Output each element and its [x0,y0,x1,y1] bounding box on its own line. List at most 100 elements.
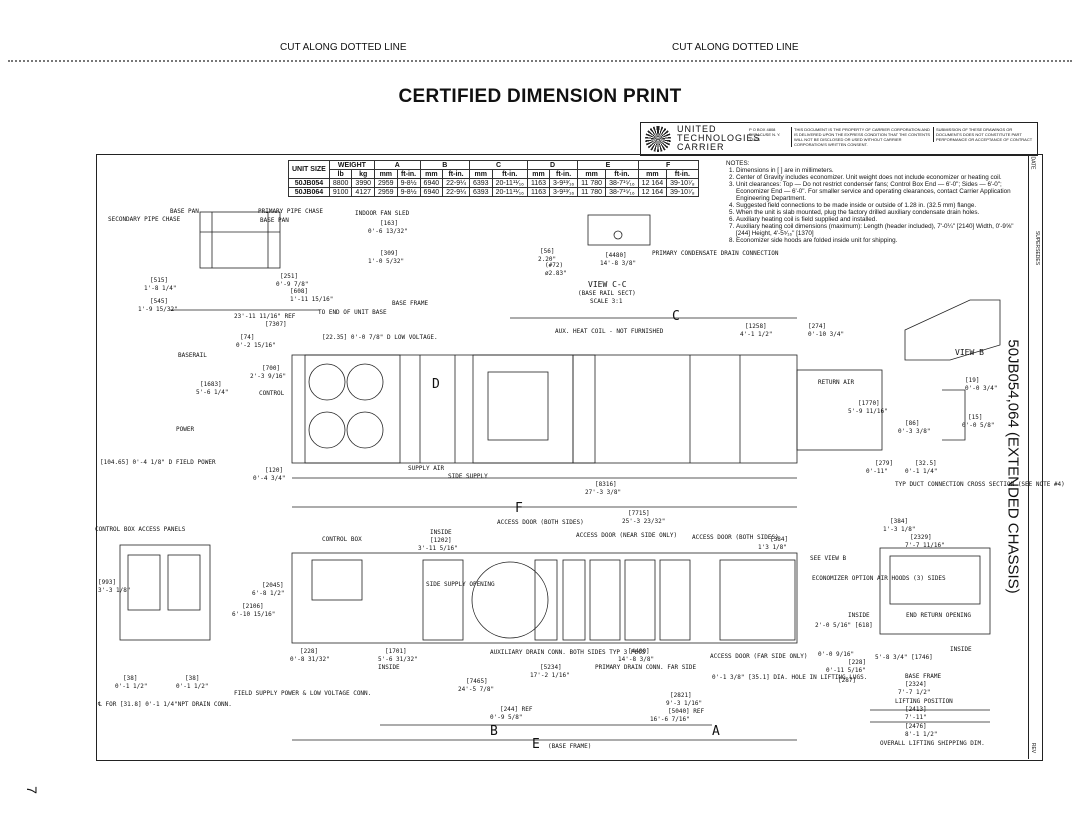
label-aux-heat: AUX. HEAT COIL - NOT FURNISHED [555,328,664,335]
dim: [244] REF [500,706,533,713]
dim: [1683] [200,381,222,388]
dim: [56] [540,248,554,255]
dim: [38] [185,675,199,682]
dim: 0'-0 5/8" [962,422,995,429]
table-cell: 3-9¹³⁄₁₆ [549,187,579,197]
dimension-letter-c: C [672,309,680,324]
condenser-fan-icon [308,363,346,401]
label-overall: OVERALL LIFTING SHIPPING DIM. [880,740,985,747]
label-drain-conn: ℄ FOR [31.8] 0'-1 1/4"NPT DRAIN CONN. [97,701,232,708]
dim: 0'-1 1/4" [905,468,938,475]
note-item: Economizer side hoods are folded inside … [736,237,1028,244]
dim: [32.5] [915,460,937,467]
label-economizer: ECONOMIZER OPTION AIR HOODS (3) SIDES [812,575,946,582]
dim: 0'-1 1/2" [115,683,148,690]
dim: 1'-9 15/32" [138,306,178,313]
label-power: POWER [176,426,194,433]
cut-line-label-right: CUT ALONG DOTTED LINE [672,42,799,53]
dim: [7465] [466,678,488,685]
aux-heat-coil-elevation [562,559,586,641]
cut-line-label-left: CUT ALONG DOTTED LINE [280,42,407,53]
dim: 2'-3 9/16" [250,373,286,380]
dim: [608] [290,288,308,295]
dim: [1770] [858,400,880,407]
label-view-b: VIEW B [955,348,984,357]
dotted-cut-line [8,60,1072,62]
dimension-letter-f: F [515,501,523,516]
label-field-power: [104.65] 0'-4 1/8" D FIELD POWER [100,459,216,466]
control-box [311,559,363,601]
label-inside-3: INSIDE [378,664,400,671]
dim: 1'3 1/8" [758,544,787,551]
note-item: Unit clearances: Top — Do not restrict c… [736,181,1028,202]
notes-heading: NOTES: [726,160,750,167]
label-primary-pipe: PRIMARY PIPE CHASE [258,208,323,215]
dim: [993] [98,579,116,586]
dim: 5'-8 3/4" [1746] [875,654,933,661]
dim: [2324] [905,681,927,688]
label-end-return: END RETURN OPENING [906,612,971,619]
dim: 0'-4 3/4" [253,475,286,482]
label-hole: 0'-1 3/8" [35.1] DIA. HOLE IN LIFTING LU… [712,674,867,681]
dimension-letter-e: E [532,737,540,752]
return-air-opening [796,369,883,451]
dim: [545] [150,298,168,305]
table-cell: 39-10⁷⁄₈ [666,187,699,197]
aux-heat-coil [572,354,596,464]
dim: [309] [380,250,398,257]
label-secondary-pipe: SECONDARY PIPE CHASE [108,216,181,223]
table-row: 50JB054 8800 3990 2959 9-8½ 6940 22-9¼ 6… [288,178,699,188]
dim: 3'-3 1/8" [98,587,131,594]
dim: 0'-6 13/32" [368,228,408,235]
dim: [279] [875,460,893,467]
side-supply-opening [422,559,464,641]
table-cell: 12 164 [637,187,668,197]
note-item: Auxiliary heating coil is field supplied… [736,216,1028,223]
label-side-supply-opening: SIDE SUPPLY OPENING [426,581,495,588]
view-b-duct-bracket [904,299,1001,361]
dim: 0'-0 3/4" [965,385,998,392]
dim: 24'-5 7/8" [458,686,494,693]
label-inside-2: INSIDE [848,612,870,619]
dim: 6'-8 1/2" [252,590,285,597]
dim: [4480] [628,648,650,655]
dim: [38] [123,675,137,682]
dim: [4480] [605,252,627,259]
dim: [228] [300,648,318,655]
label-typ-duct: TYP DUCT CONNECTION CROSS SECTION (SEE N… [895,481,1065,488]
dim: 1'-0 5/32" [368,258,404,265]
dim: (#72) [545,262,563,269]
label-inside: INSIDE [430,529,452,536]
condenser-fan-icon [308,411,346,449]
dim: [120] [265,467,283,474]
label-supply-air: SUPPLY AIR [408,465,445,472]
dim: [86] [905,420,919,427]
dim: 17'-2 1/16" [530,672,570,679]
dim: 0'-10 3/4" [808,331,844,338]
dimension-letter-b: B [490,724,498,739]
dim: 9'-3 1/16" [666,700,702,707]
label-access-door-near: ACCESS DOOR (NEAR SIDE ONLY) [576,532,677,539]
dim: [1701] [385,648,407,655]
dim: 0'-9 5/8" [490,714,523,721]
dim: 7'-7 1/2" [898,689,931,696]
indoor-fan-wheel-icon [471,561,549,639]
dim: 0'-1 1/2" [176,683,209,690]
dimension-table: UNIT SIZE WEIGHT A B C D E F lb kg mm ft… [288,160,699,197]
table-cell: 9-8½ [396,187,421,197]
table-cell: 11 780 [577,187,607,197]
dim: 23'-11 11/16" REF [234,313,296,320]
label-field-supply: FIELD SUPPLY POWER & LOW VOLTAGE CONN. [234,690,371,697]
dim: 27'-3 3/8" [585,489,621,496]
dim: 0'-11" [866,468,888,475]
dim: 8'-1 1/2" [905,731,938,738]
label-base-frame-e: (BASE FRAME) [548,743,591,750]
label-side-supply: SIDE SUPPLY [448,473,488,480]
table-cell: 20-11¹¹⁄₁₆ [491,187,528,197]
dim: [274] [808,323,826,330]
dim: 7'-7 11/16" [905,542,945,549]
sheet-side-strip [1028,154,1042,759]
dim: [1202] [430,537,452,544]
dim: [1258] [745,323,767,330]
label-base-frame: BASE FRAME [392,300,429,307]
